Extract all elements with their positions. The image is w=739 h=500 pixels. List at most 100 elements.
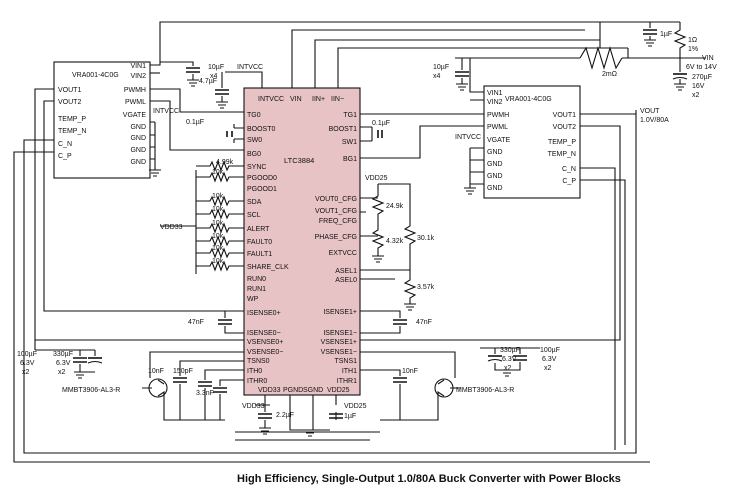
pin-intvcc-top: INTVCC xyxy=(258,96,284,103)
resistor xyxy=(196,171,244,183)
controller-left-pin: PGOOD1 xyxy=(247,186,277,193)
controller-left-pin: SDA xyxy=(247,199,262,206)
controller-right-pin: TSNS1 xyxy=(334,358,357,365)
power-block-left-pin: VIN2 xyxy=(130,73,146,80)
power-block-right-pin: C_N xyxy=(562,166,576,173)
vgate-net-left: INTVCC xyxy=(153,108,179,115)
controller-right-pin: ASEL1 xyxy=(335,268,357,275)
controller-left-pin: SYNC xyxy=(247,164,266,171)
resistor xyxy=(196,260,244,272)
controller-left-pin: RUN0 xyxy=(247,276,266,283)
ground-icon xyxy=(74,371,86,379)
controller-left-pin: SW0 xyxy=(247,137,262,144)
controller-left-pin: ALERT xyxy=(247,226,270,233)
power-block-left-pin: C_P xyxy=(58,153,72,160)
controller-left-pin: WP xyxy=(247,296,259,303)
c-ith0-a-label: 10nF xyxy=(148,368,164,375)
controller-right-pin: BOOST1 xyxy=(329,126,358,133)
resistor xyxy=(196,160,244,172)
c-filter-label: 1µF xyxy=(660,31,672,38)
power-block-right-pin: GND xyxy=(487,173,503,180)
vdd25-net-top: VDD25 xyxy=(365,175,388,182)
c-sense0-label: 47nF xyxy=(188,319,204,326)
power-block-left-name: VRA001-4C0G xyxy=(72,72,119,79)
c-bulk-in-value: 270µF xyxy=(692,74,712,81)
ground-icon xyxy=(304,429,316,437)
q-right-label: MMBT3906-AL3-R xyxy=(456,387,514,394)
c-out-right-b-value: 100µF xyxy=(540,347,560,354)
power-block-left-pin: GND xyxy=(130,124,146,131)
c-in-right-value: 10µF xyxy=(433,64,449,71)
power-block-right-pin: VGATE xyxy=(487,137,511,144)
controller-left-pin: BG0 xyxy=(247,151,261,158)
c-intvcc-label: 4.7µF xyxy=(199,78,217,85)
resistor xyxy=(196,222,244,234)
c-boost1-label: 0.1µF xyxy=(372,120,390,127)
controller-right-pin: VOUT1_CFG xyxy=(315,208,357,215)
ground-icon xyxy=(187,79,199,87)
r-cfg-a-label: 24.9k xyxy=(386,203,404,210)
power-block-right-pin: GND xyxy=(487,185,503,192)
power-block-right-pin: GND xyxy=(487,161,503,168)
power-block-left-pin: VGATE xyxy=(123,112,147,119)
power-block-right-pin: VIN1 xyxy=(487,90,503,97)
controller-left-pin: FAULT1 xyxy=(247,251,272,258)
c-boost0-label: 0.1µF xyxy=(186,119,204,126)
c-ith1-label: 10nF xyxy=(402,368,418,375)
c-out-left-b-value: 330µF xyxy=(53,351,73,358)
controller-right-pin: ITHR1 xyxy=(337,378,357,385)
power-block-left-pin: TEMP_N xyxy=(58,128,86,135)
controller-left-pin: ISENSE0+ xyxy=(247,310,281,317)
c-out-left-b-count: x2 xyxy=(58,369,66,376)
power-block-right-pin: C_P xyxy=(562,178,576,185)
r-sense-label: 2mΩ xyxy=(602,71,617,78)
pin-vdd25-bottom: VDD25 xyxy=(327,387,350,394)
power-block-right-name: VRA001-4C0G xyxy=(505,96,552,103)
pullup-resistor-value: 10k xyxy=(212,258,224,265)
c-out-right-a-value: 330µF xyxy=(500,347,520,354)
power-block-right-pin: VIN2 xyxy=(487,99,503,106)
power-block-left-pin: GND xyxy=(130,135,146,142)
controller-name: LTC3884 xyxy=(284,156,314,165)
controller-left-pin: SHARE_CLK xyxy=(247,264,289,271)
c-ith0-b-label: 150pF xyxy=(173,368,193,375)
vout-label: VOUT xyxy=(640,108,660,115)
controller-left-pin: BOOST0 xyxy=(247,126,276,133)
vdd33-net-bottom: VDD33 xyxy=(242,403,265,410)
c-in-right-count: x4 xyxy=(433,73,441,80)
ground-symbols xyxy=(74,39,686,437)
pullup-resistor-value: 10k xyxy=(212,193,224,200)
c-out-left-a-count: x2 xyxy=(22,369,30,376)
ground-icon xyxy=(372,255,384,263)
pin-vdd33-bottom: VDD33 xyxy=(258,387,281,394)
power-block-right-pin: TEMP_N xyxy=(548,151,576,158)
c-out-right-b-count: x2 xyxy=(544,365,552,372)
c-in-left-count: x4 xyxy=(210,73,218,80)
controller-left-pin: TSNS0 xyxy=(247,358,270,365)
r-sync-label: 4.99k xyxy=(216,159,234,166)
schematic-caption: High Efficiency, Single-Output 1.0/80A B… xyxy=(237,473,621,485)
r-cfg-c-label: 30.1k xyxy=(417,235,435,242)
controller-right-pin: ISENSE1+ xyxy=(323,309,357,316)
power-block-left-pin: C_N xyxy=(58,141,72,148)
intvcc-label: INTVCC xyxy=(237,64,263,71)
ground-icon xyxy=(149,169,161,177)
resistor xyxy=(196,235,244,247)
controller-right-pin: FREQ_CFG xyxy=(319,218,357,225)
controller-left-pin: PGOOD0 xyxy=(247,175,277,182)
controller-left-pins: TG0BOOST0SW0BG0SYNCPGOOD0PGOOD1SDASCLALE… xyxy=(247,112,289,385)
c-vdd25-label: 1µF xyxy=(344,413,356,420)
power-block-right-pin: TEMP_P xyxy=(548,139,576,146)
q-left-label: MMBT3906-AL3-R xyxy=(62,387,120,394)
controller-left-pin: ITH0 xyxy=(247,368,262,375)
r-filter-value: 1Ω xyxy=(688,37,697,44)
vin-range: 6V to 14V xyxy=(686,64,717,71)
power-block-right-pin: VOUT2 xyxy=(553,124,576,131)
pin-vin-top: VIN xyxy=(290,96,302,103)
c-out-right-b-voltage: 6.3V xyxy=(542,356,557,363)
controller-right-pin: ISENSE1− xyxy=(323,330,357,337)
